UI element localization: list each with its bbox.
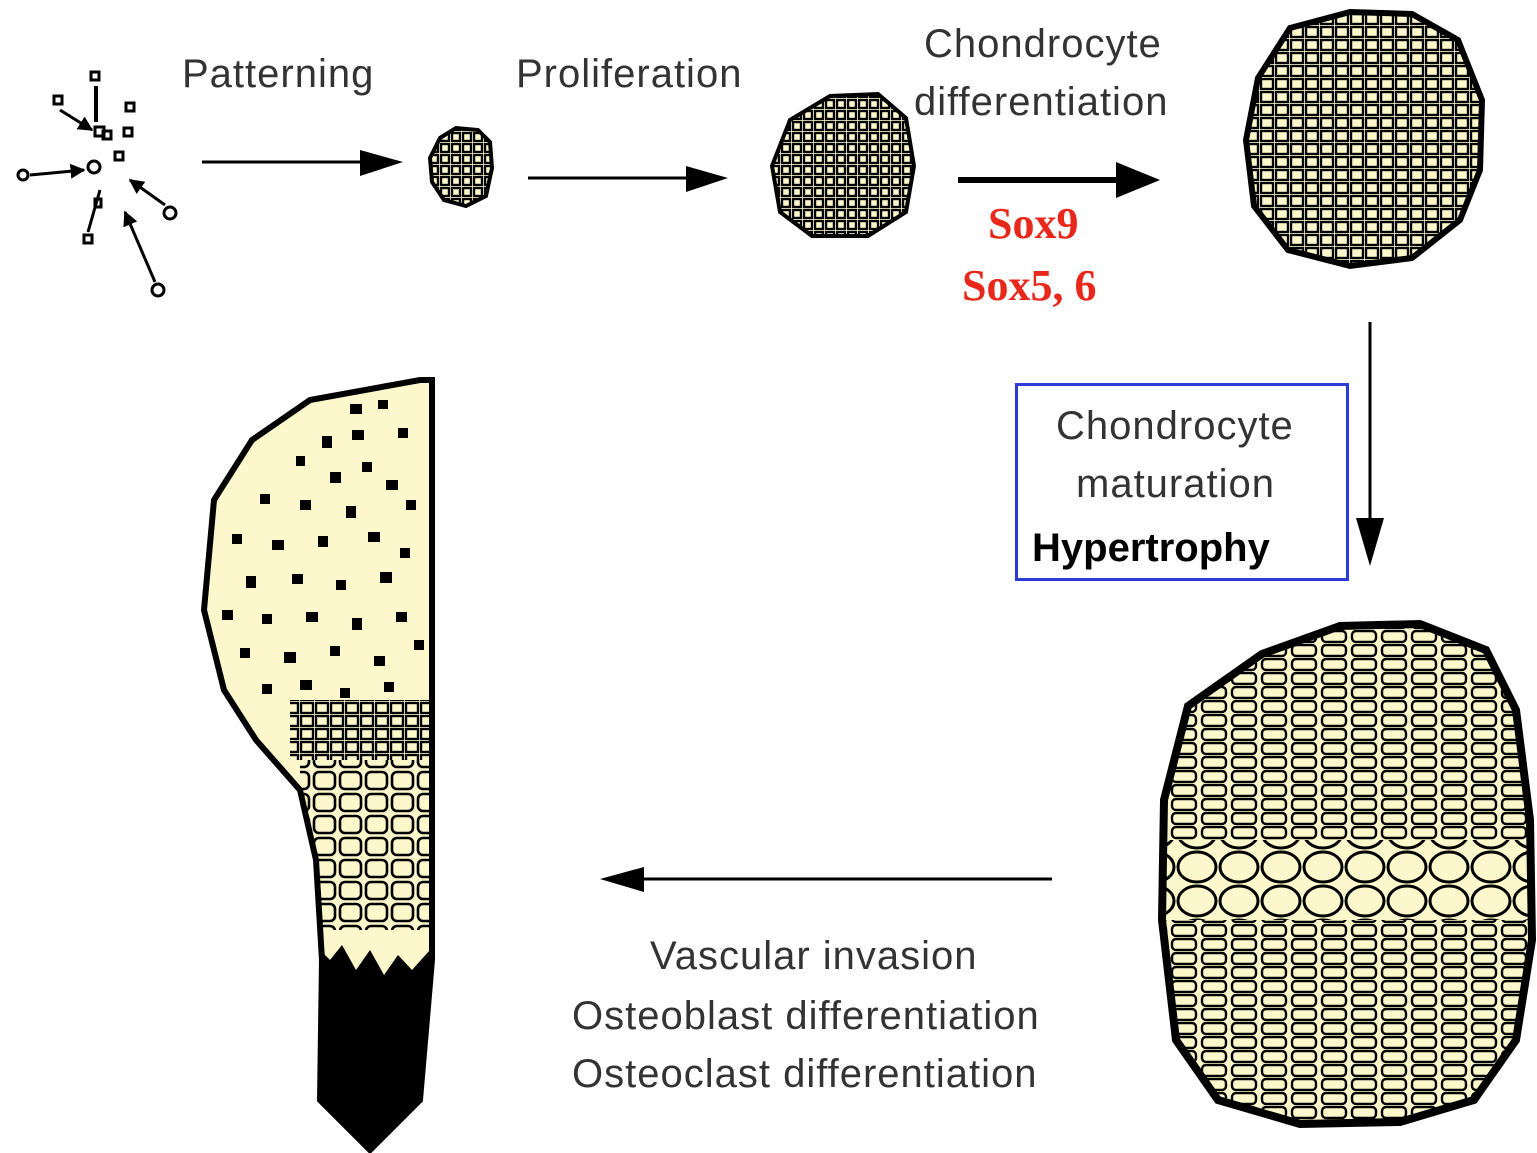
arrow-maturation <box>1356 322 1384 566</box>
chondrocyte-mass-figure <box>1246 12 1482 266</box>
label-chondrocyte-maturation-2: maturation <box>1076 462 1275 507</box>
gene-sox9: Sox9 <box>988 198 1078 249</box>
growth-plate-figure <box>190 370 450 1153</box>
label-chondrocyte-differentiation-2: differentiation <box>914 80 1168 125</box>
label-chondrocyte-differentiation-1: Chondrocyte <box>924 22 1162 67</box>
proliferated-mass-figure <box>772 94 914 236</box>
label-proliferation: Proliferation <box>516 52 742 97</box>
label-vascular-invasion: Vascular invasion <box>650 934 978 979</box>
label-patterning: Patterning <box>182 52 374 97</box>
label-chondrocyte-maturation-1: Chondrocyte <box>1056 404 1294 449</box>
arrow-chondrocyte-differentiation <box>958 162 1160 198</box>
label-hypertrophy: Hypertrophy <box>1032 526 1270 571</box>
arrow-proliferation <box>528 166 728 192</box>
condensation-figure <box>430 128 492 206</box>
label-osteoblast-differentiation: Osteoblast differentiation <box>572 994 1040 1039</box>
arrow-vascular-invasion <box>600 867 1052 892</box>
hypertrophic-cartilage-figure <box>1150 620 1537 1130</box>
gene-sox5-6: Sox5, 6 <box>962 260 1096 311</box>
arrow-patterning <box>202 150 403 176</box>
mesenchymal-cells-figure <box>18 72 176 296</box>
label-osteoclast-differentiation: Osteoclast differentiation <box>572 1052 1038 1097</box>
